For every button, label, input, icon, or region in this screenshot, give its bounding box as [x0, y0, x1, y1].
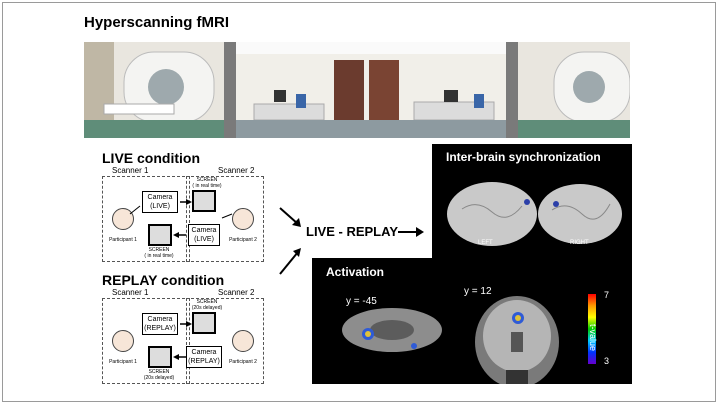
replay-screen-bottom [148, 346, 172, 368]
replay-participant2-label: Participant 2 [229, 359, 257, 365]
live-camera-bottom: Camera (LIVE) [188, 224, 220, 246]
replay-scanner2-label: Scanner 2 [218, 288, 255, 297]
live-screen-top-label: SCREEN [196, 177, 218, 183]
replay-screen-top-label: SCREEN [196, 299, 218, 305]
live-arrows [129, 199, 233, 238]
colorbar-max-label: 7 [604, 290, 610, 300]
activation-y2-label: y = 12 [464, 286, 492, 297]
replay-scanner1-label: Scanner 1 [112, 288, 149, 297]
live-camera-top-sub: (LIVE) [150, 203, 170, 210]
replay-participant1-label: Participant 1 [109, 359, 137, 365]
live-camera-bottom-label: Camera [191, 227, 217, 234]
live-scanner2-box [186, 176, 264, 262]
replay-screen-top-sub: (20s delayed) [191, 305, 223, 311]
activation-y1-label: y = -45 [346, 296, 377, 307]
sync-title: Inter-brain synchronization [446, 150, 601, 164]
replay-participant1-face-icon [112, 330, 134, 352]
sync-left-label: LEFT [478, 240, 493, 246]
replay-condition-heading: REPLAY condition [102, 272, 225, 288]
replay-camera-top: Camera (REPLAY) [142, 313, 178, 335]
activation-slices [342, 296, 559, 384]
live-scanner1-box [102, 176, 190, 262]
live-screen-bottom-label: SCREEN [148, 247, 170, 253]
replay-screen-bottom-label: SCREEN [148, 369, 170, 375]
sync-brains [447, 182, 622, 246]
live-condition-heading: LIVE condition [102, 150, 200, 166]
live-screen-bottom-sub: ( in real time) [144, 253, 174, 259]
figure-title: Hyperscanning fMRI [84, 14, 230, 31]
live-screen-bottom [148, 224, 172, 246]
replay-camera-bottom-label: Camera [191, 349, 217, 356]
live-scanner1-label: Scanner 1 [112, 166, 149, 175]
mri-room-photo-graphic [84, 42, 630, 138]
live-scanner2-label: Scanner 2 [218, 166, 255, 175]
live-participant1-label: Participant 1 [109, 237, 137, 243]
colorbar-label: t-value [588, 324, 598, 352]
sync-right-label: RIGHT [570, 240, 589, 246]
live-screen-top [192, 190, 216, 212]
contrast-arrows [279, 207, 424, 275]
live-camera-bottom-sub: (LIVE) [194, 236, 214, 243]
replay-scanner2-box [186, 298, 264, 384]
replay-camera-bottom: Camera (REPLAY) [186, 346, 222, 368]
replay-camera-top-label: Camera [147, 316, 173, 323]
mri-room-photo [84, 42, 630, 138]
replay-screen-bottom-sub: (20s delayed) [143, 375, 175, 381]
contrast-label: LIVE - REPLAY [306, 224, 398, 239]
live-camera-top-label: Camera [147, 194, 173, 201]
replay-camera-bottom-sub: (REPLAY) [188, 358, 220, 365]
replay-arrows [173, 321, 192, 360]
live-camera-top: Camera (LIVE) [142, 191, 178, 213]
live-screen-top-sub: ( in real time) [192, 183, 222, 189]
replay-participant2-face-icon [232, 330, 254, 352]
activation-title: Activation [326, 265, 385, 279]
replay-scanner1-box [102, 298, 190, 384]
live-participant2-label: Participant 2 [229, 237, 257, 243]
replay-screen-top [192, 312, 216, 334]
tvalue-colorbar [588, 294, 596, 364]
colorbar-min-label: 3 [604, 356, 610, 366]
replay-camera-top-sub: (REPLAY) [144, 325, 176, 332]
participant1-face-icon [112, 208, 134, 230]
participant2-face-icon [232, 208, 254, 230]
